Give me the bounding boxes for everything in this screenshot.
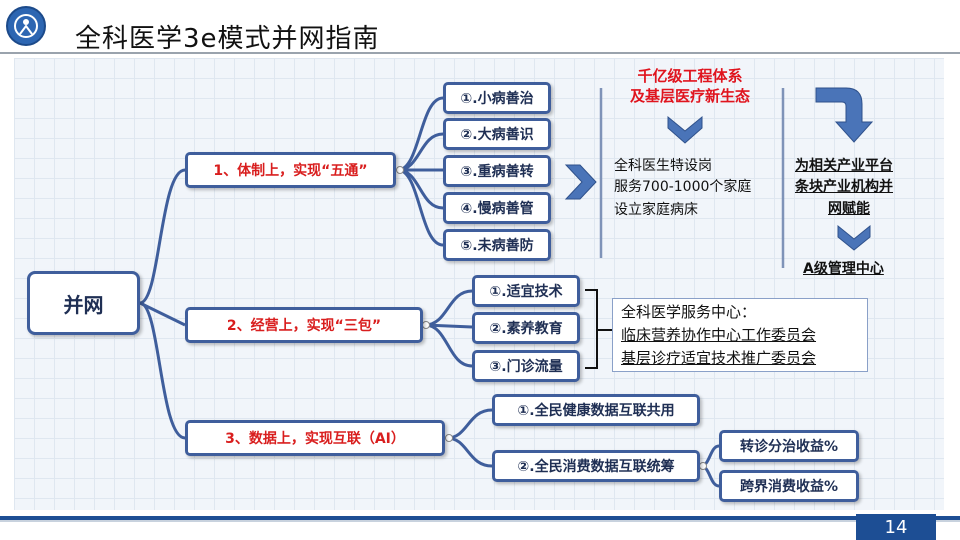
- branch-3-node[interactable]: 3、数据上，实现互联（AI）: [185, 420, 445, 456]
- branch-2-item-3[interactable]: ③.门诊流量: [472, 350, 580, 382]
- node-dot: [396, 166, 404, 174]
- branch-1-item-1[interactable]: ①.小病善治: [443, 82, 551, 114]
- branch-3-item-2[interactable]: ②.全民消费数据互联统筹: [492, 450, 700, 482]
- chevron-right-icon: [564, 164, 597, 200]
- branch-2-item-2[interactable]: ②.素养教育: [472, 312, 580, 344]
- branch-1-item-3[interactable]: ③.重病善转: [443, 155, 551, 187]
- branch-1-item-5[interactable]: ⑤.未病善防: [443, 229, 551, 261]
- branch-2-item-1[interactable]: ①.适宜技术: [472, 275, 580, 307]
- branch-1-item-2[interactable]: ②.大病善识: [443, 118, 551, 150]
- industry-platform-line-1: 为相关产业平台: [795, 158, 893, 174]
- header-divider: [0, 52, 960, 54]
- branch-1-label: 1、体制上，实现“五通”: [213, 163, 368, 179]
- service-center-box: 全科医学服务中心： 临床营养协作中心工作委员会 基层诊疗适宜技术推广委员会: [612, 298, 868, 372]
- branch-3-sub-2[interactable]: 跨界消费收益%: [719, 470, 859, 502]
- item-label: ②.全民消费数据互联统筹: [517, 459, 675, 475]
- item-label: ①.全民健康数据互联共用: [517, 403, 675, 419]
- family-bed-text: 设立家庭病床: [614, 202, 698, 218]
- footer-bar: [0, 516, 960, 520]
- item-label: ②.大病善识: [460, 127, 534, 143]
- item-label: 转诊分治收益%: [739, 439, 839, 455]
- ecosystem-title-line-1: 千亿级工程体系: [637, 67, 743, 85]
- item-label: ③.门诊流量: [489, 359, 563, 375]
- logo-icon: [6, 6, 46, 46]
- footer-accent: [0, 520, 960, 522]
- industry-platform-line-3: 网赋能: [828, 201, 870, 217]
- industry-platform-line-2: 条块产业机构并: [795, 179, 893, 195]
- curved-arrow-icon: [815, 87, 874, 143]
- branch-3-label: 3、数据上，实现互联（AI）: [225, 431, 405, 447]
- item-label: ④.慢病善管: [460, 201, 534, 217]
- branch-1-item-4[interactable]: ④.慢病善管: [443, 192, 551, 224]
- ecosystem-title-line-2: 及基层医疗新生态: [629, 87, 750, 105]
- a-level-center-text: A级管理中心: [803, 261, 884, 277]
- node-dot: [445, 434, 453, 442]
- root-label: 并网: [63, 292, 104, 317]
- branch-3-sub-1[interactable]: 转诊分治收益%: [719, 430, 859, 462]
- page-title: 全科医学3e模式并网指南: [75, 24, 380, 54]
- service-center-line-2: 临床营养协作中心工作委员会: [621, 326, 817, 344]
- item-label: ⑤.未病善防: [460, 238, 534, 254]
- page-number: 14: [856, 514, 936, 540]
- chevron-down-icon-2: [837, 224, 871, 251]
- root-node[interactable]: 并网: [27, 271, 140, 335]
- service-center-line-3: 基层诊疗适宜技术推广委员会: [621, 349, 817, 367]
- gp-post-text: 全科医生特设岗: [614, 158, 712, 174]
- branch-2-node[interactable]: 2、经营上，实现“三包”: [185, 307, 423, 343]
- branch-2-label: 2、经营上，实现“三包”: [226, 318, 382, 334]
- branch-3-item-1[interactable]: ①.全民健康数据互联共用: [492, 394, 700, 426]
- item-label: ①.适宜技术: [489, 284, 563, 300]
- service-center-line-1: 全科医学服务中心：: [621, 303, 757, 321]
- family-service-text: 服务700-1000个家庭: [614, 179, 752, 195]
- item-label: ①.小病善治: [460, 91, 534, 107]
- item-label: 跨界消费收益%: [739, 479, 839, 495]
- item-label: ②.素养教育: [489, 321, 563, 337]
- branch-1-node[interactable]: 1、体制上，实现“五通”: [185, 152, 396, 188]
- node-dot: [699, 462, 707, 470]
- item-label: ③.重病善转: [460, 164, 534, 180]
- node-dot: [422, 321, 430, 329]
- chevron-down-icon: [667, 115, 703, 144]
